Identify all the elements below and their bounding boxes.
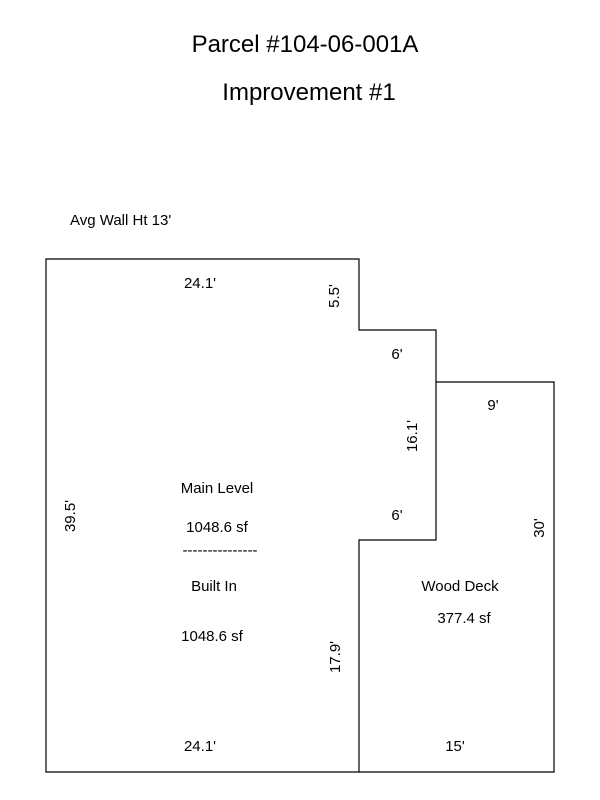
wall-height-note: Avg Wall Ht 13' bbox=[70, 212, 171, 229]
main-level-name: Main Level bbox=[181, 480, 254, 497]
wood-deck-outline bbox=[359, 381, 555, 773]
built-in-name: Built In bbox=[191, 578, 237, 595]
dim-deck-top: 9' bbox=[487, 397, 498, 414]
dim-main-bottom: 24.1' bbox=[184, 738, 216, 755]
main-level-outline bbox=[45, 258, 437, 773]
dim-main-right-lower: 17.9' bbox=[327, 641, 344, 673]
dim-deck-right: 30' bbox=[531, 518, 548, 538]
main-level-separator: --------------- bbox=[183, 542, 258, 559]
dim-notch-top: 6' bbox=[391, 346, 402, 363]
improvement-title: Improvement #1 bbox=[222, 79, 395, 106]
dim-main-top: 24.1' bbox=[184, 275, 216, 292]
parcel-title: Parcel #104-06-001A bbox=[192, 31, 419, 58]
dim-notch-bottom: 6' bbox=[391, 507, 402, 524]
dim-notch-side: 16.1' bbox=[404, 420, 421, 452]
built-in-area: 1048.6 sf bbox=[181, 628, 244, 645]
wood-deck-name: Wood Deck bbox=[421, 578, 499, 595]
dim-deck-bottom: 15' bbox=[445, 738, 465, 755]
wood-deck-area: 377.4 sf bbox=[437, 610, 491, 627]
main-level-area: 1048.6 sf bbox=[186, 519, 249, 536]
dim-main-right-upper: 5.5' bbox=[326, 284, 343, 308]
dim-main-left: 39.5' bbox=[62, 500, 79, 532]
